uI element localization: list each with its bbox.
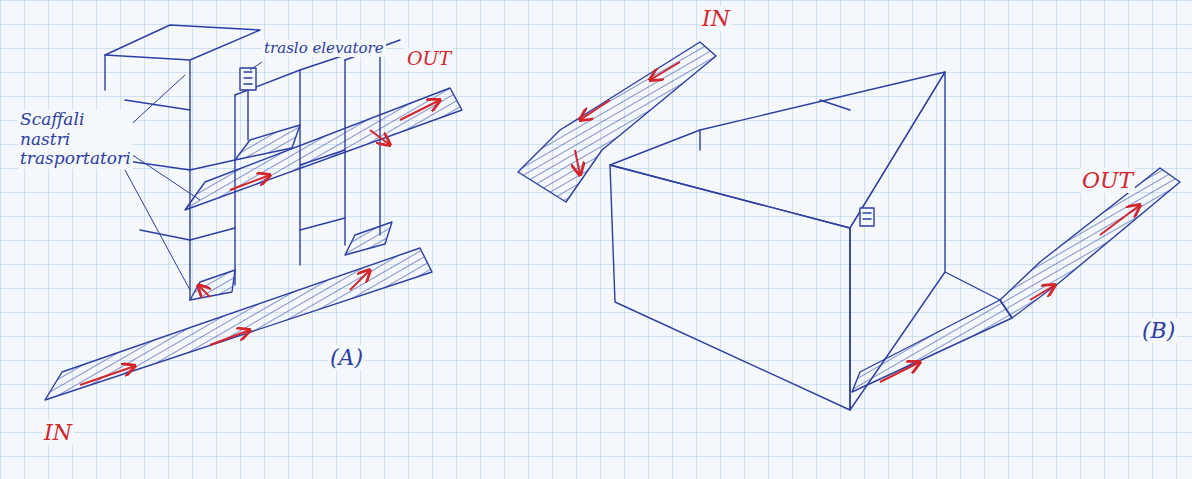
flow-label: OUT [405,48,453,70]
flow-label: IN [42,420,74,445]
figure-label: (B) [1140,318,1177,343]
figure-label: (A) [328,345,365,370]
flow-label: OUT [1080,168,1135,193]
flow-label: IN [700,6,732,31]
part-label: traslo elevatore [262,40,386,57]
part-label: Scaffali nastri trasportatori [18,110,133,169]
